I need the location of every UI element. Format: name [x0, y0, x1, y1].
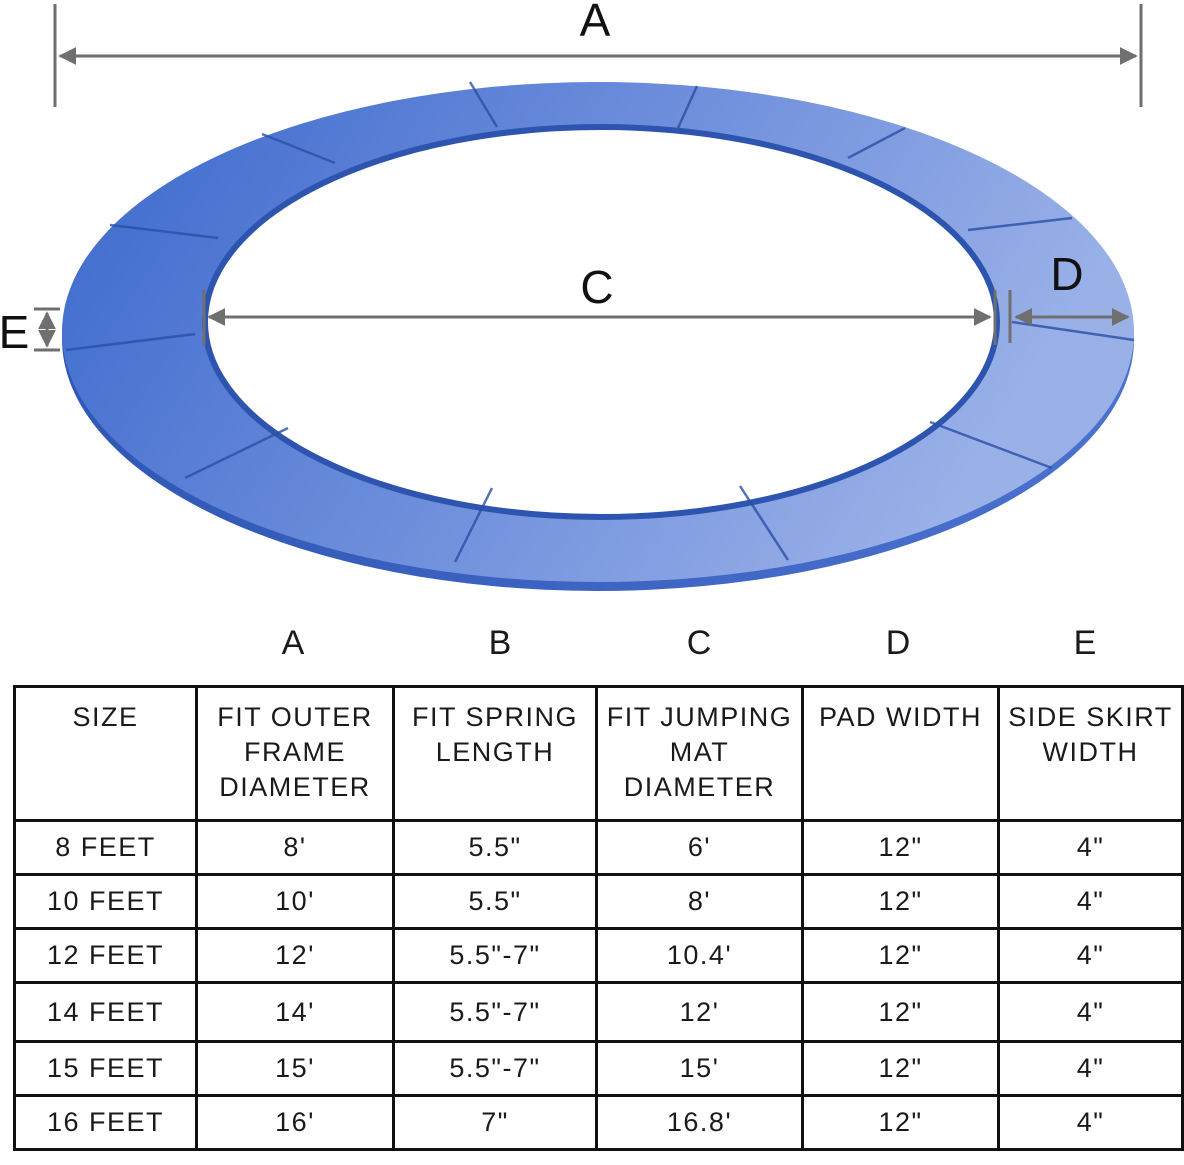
cell-spring-length: 5.5"	[392, 873, 598, 930]
pad-top-surface	[62, 82, 1134, 582]
header-size: SIZE	[13, 685, 198, 822]
dimension-a-label: A	[580, 0, 611, 46]
table-row: 14 FEET 14' 5.5"-7" 12' 12" 4"	[13, 981, 1184, 1043]
dimension-e-label: E	[0, 306, 29, 358]
cell-pad-width: 12"	[801, 819, 1000, 876]
trampoline-pad-ring	[62, 81, 1135, 591]
cell-outer-frame-diameter: 10'	[195, 873, 395, 930]
cell-pad-width: 12"	[801, 873, 1000, 930]
cell-jumping-mat-diameter: 10.4'	[595, 927, 804, 984]
cell-size: 8 FEET	[13, 819, 198, 876]
cell-jumping-mat-diameter: 16.8'	[595, 1094, 804, 1151]
dimension-d	[1008, 290, 1130, 343]
size-spec-table: SIZE FIT OUTER FRAME DIAMETER FIT SPRING…	[13, 685, 1184, 1151]
cell-outer-frame-diameter: 16'	[195, 1094, 395, 1151]
column-letter-d: D	[885, 624, 911, 662]
cell-pad-width: 12"	[801, 927, 1000, 984]
table-row: 16 FEET 16' 7" 16.8' 12" 4"	[13, 1094, 1184, 1151]
table-header-row: SIZE FIT OUTER FRAME DIAMETER FIT SPRING…	[13, 685, 1184, 822]
cell-outer-frame-diameter: 8'	[195, 819, 395, 876]
cell-jumping-mat-diameter: 6'	[595, 819, 804, 876]
table-row: 8 FEET 8' 5.5" 6' 12" 4"	[13, 819, 1184, 876]
cell-outer-frame-diameter: 15'	[195, 1040, 395, 1097]
cell-pad-width: 12"	[801, 981, 1000, 1043]
cell-spring-length: 7"	[392, 1094, 598, 1151]
cell-side-skirt-width: 4"	[997, 1094, 1184, 1151]
cell-spring-length: 5.5"	[392, 819, 598, 876]
cell-pad-width: 12"	[801, 1040, 1000, 1097]
cell-jumping-mat-diameter: 12'	[595, 981, 804, 1043]
cell-size: 16 FEET	[13, 1094, 198, 1151]
cell-pad-width: 12"	[801, 1094, 1000, 1151]
cell-spring-length: 5.5"-7"	[392, 927, 598, 984]
dimension-c-label: C	[580, 261, 613, 313]
dimension-a	[53, 4, 1143, 107]
cell-spring-length: 5.5"-7"	[392, 1040, 598, 1097]
cell-spring-length: 5.5"-7"	[392, 981, 598, 1043]
header-outer-frame-diameter: FIT OUTER FRAME DIAMETER	[195, 685, 395, 822]
cell-size: 12 FEET	[13, 927, 198, 984]
column-letter-e: E	[1073, 624, 1097, 662]
dimension-d-label: D	[1050, 248, 1083, 300]
cell-side-skirt-width: 4"	[997, 1040, 1184, 1097]
table-row: 12 FEET 12' 5.5"-7" 10.4' 12" 4"	[13, 927, 1184, 984]
pad-inner-lip	[202, 124, 1000, 520]
cell-side-skirt-width: 4"	[997, 927, 1184, 984]
dimension-c	[202, 290, 997, 345]
header-jumping-mat-diameter: FIT JUMPING MAT DIAMETER	[595, 685, 804, 822]
dimension-e	[34, 307, 60, 352]
cell-jumping-mat-diameter: 8'	[595, 873, 804, 930]
header-side-skirt-width: SIDE SKIRT WIDTH	[997, 685, 1184, 822]
cell-size: 15 FEET	[13, 1040, 198, 1097]
pad-segment-seams	[65, 81, 1135, 563]
cell-size: 14 FEET	[13, 981, 198, 1043]
cell-outer-frame-diameter: 14'	[195, 981, 395, 1043]
cell-size: 10 FEET	[13, 873, 198, 930]
header-pad-width: PAD WIDTH	[801, 685, 1000, 822]
trampoline-pad-diagram: A C D E	[0, 0, 1143, 591]
table-row: 15 FEET 15' 5.5"-7" 15' 12" 4"	[13, 1040, 1184, 1097]
table-row: 10 FEET 10' 5.5" 8' 12" 4"	[13, 873, 1184, 930]
column-letter-b: B	[488, 624, 512, 662]
cell-side-skirt-width: 4"	[997, 819, 1184, 876]
column-letter-c: C	[686, 624, 712, 662]
column-letter-a: A	[281, 624, 305, 662]
header-spring-length: FIT SPRING LENGTH	[392, 685, 598, 822]
cell-jumping-mat-diameter: 15'	[595, 1040, 804, 1097]
cell-side-skirt-width: 4"	[997, 981, 1184, 1043]
cell-outer-frame-diameter: 12'	[195, 927, 395, 984]
cell-side-skirt-width: 4"	[997, 873, 1184, 930]
